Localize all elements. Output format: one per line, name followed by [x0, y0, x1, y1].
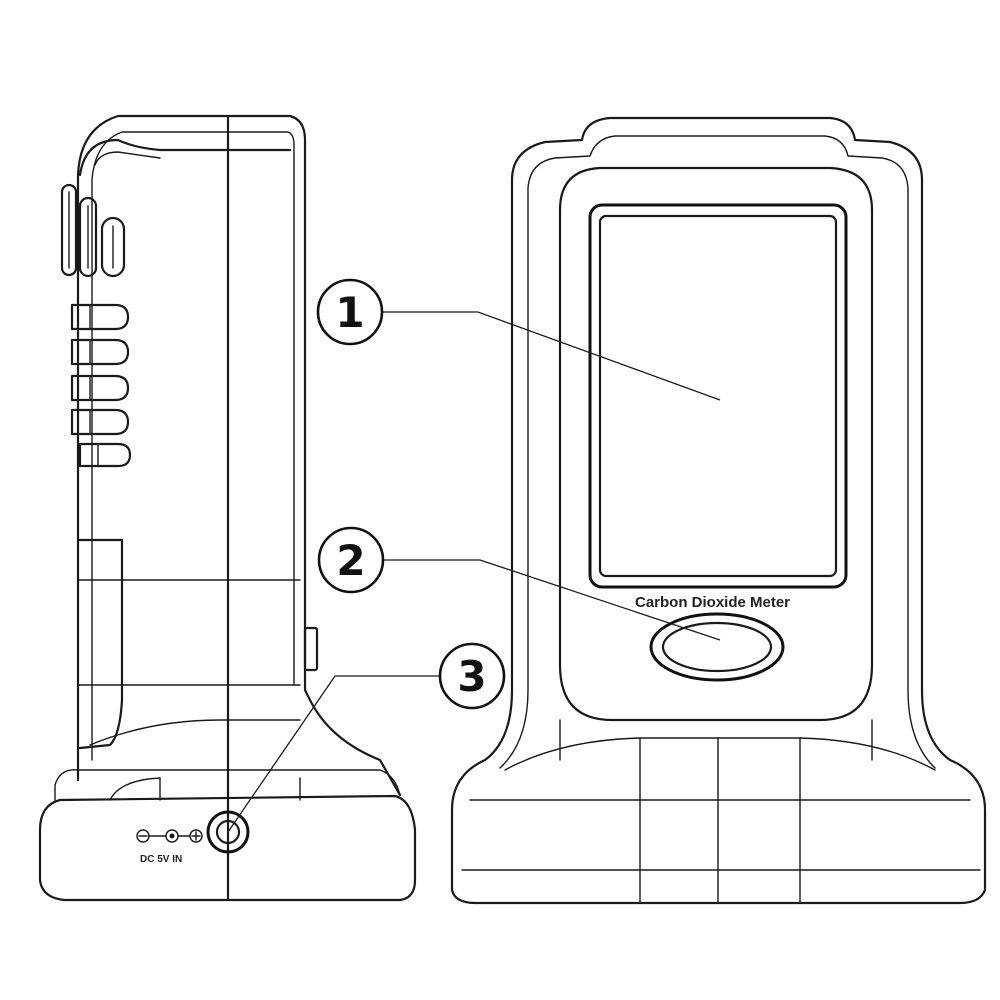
front-panel: [558, 166, 874, 722]
side-vent-slots-vertical: [60, 183, 126, 278]
display-screen: [588, 203, 848, 589]
side-vent-slots-horizontal: [70, 303, 132, 468]
side-button: [303, 626, 319, 672]
front-inner-shell: [527, 135, 936, 769]
side-top-handle: [78, 138, 292, 177]
callout-1: 1: [316, 278, 721, 401]
side-body-outline: [76, 114, 402, 797]
svg-text:1: 1: [335, 288, 364, 337]
callout-2: 2: [317, 526, 721, 641]
side-view: DC 5V IN: [38, 114, 417, 902]
front-view: Carbon Dioxide Meter: [450, 116, 987, 905]
svg-text:2: 2: [336, 536, 365, 585]
polarity-symbol: [136, 829, 203, 843]
side-lower-panel: [76, 538, 124, 750]
svg-text:3: 3: [457, 652, 486, 701]
dc-power-jack: [206, 810, 250, 854]
power-label: DC 5V IN: [140, 854, 182, 865]
callout-3: 3: [227, 642, 506, 833]
front-outer-shell: [450, 116, 987, 905]
front-button: [649, 612, 785, 682]
side-base: [38, 794, 417, 902]
product-label: Carbon Dioxide Meter: [635, 594, 790, 611]
